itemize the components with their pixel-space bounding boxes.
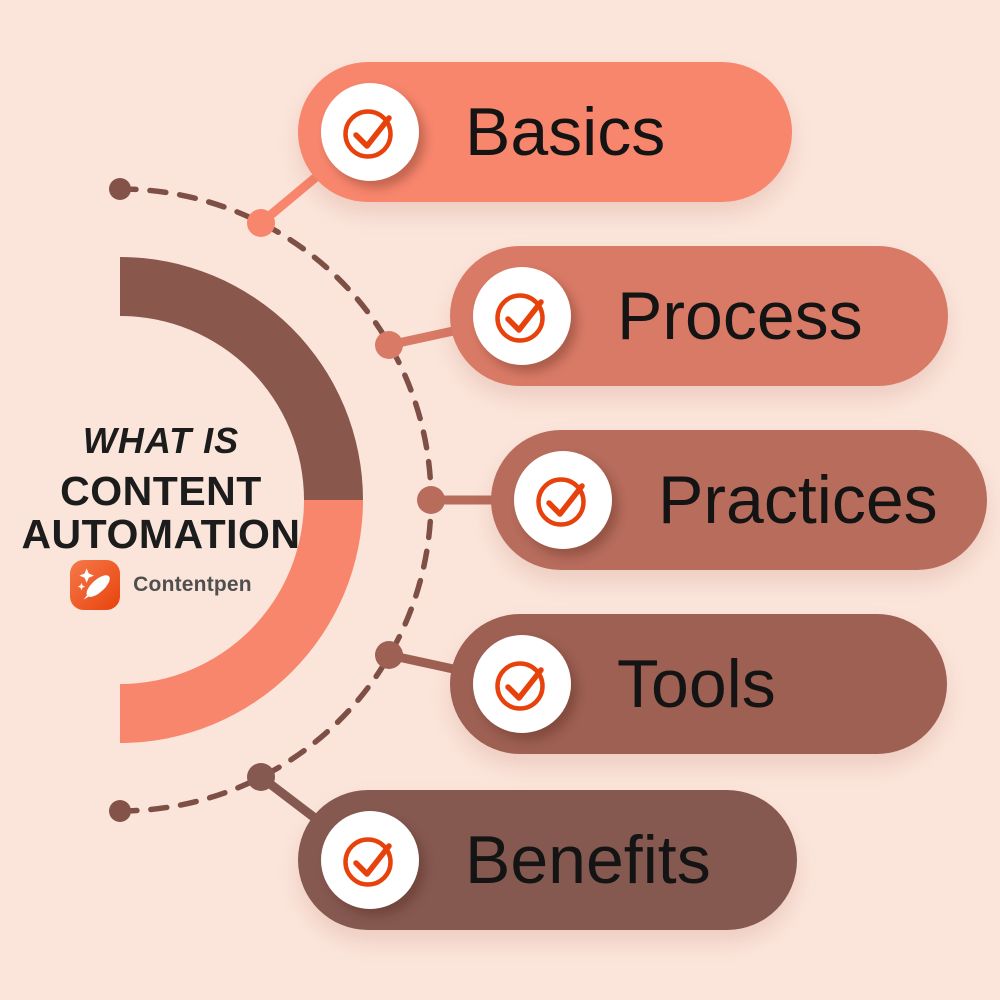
pill-label-basics: Basics: [465, 94, 666, 170]
connector-dot-practices: [417, 486, 445, 514]
brand-row: Contentpen: [0, 560, 322, 610]
check-bubble: [514, 451, 612, 549]
half-ring-top: [120, 257, 363, 500]
check-bubble: [321, 83, 419, 181]
half-ring-bottom: [120, 500, 363, 743]
connector-dot-tools: [375, 641, 403, 669]
connector-dot-basics: [247, 209, 275, 237]
check-bubble: [321, 811, 419, 909]
check-circle-icon: [343, 837, 393, 887]
check-circle-icon: [343, 109, 393, 159]
check-circle-icon: [495, 661, 545, 711]
pill-basics: Basics: [298, 62, 792, 202]
pill-label-benefits: Benefits: [465, 822, 711, 898]
arc-end-dot-bottom: [109, 800, 131, 822]
brand-name: Contentpen: [133, 573, 252, 596]
title-main-line2: AUTOMATION: [21, 510, 301, 557]
check-circle-icon: [495, 293, 545, 343]
title-pre: WHAT IS: [82, 420, 240, 461]
connector-dot-process: [375, 331, 403, 359]
pill-label-tools: Tools: [617, 646, 776, 722]
pill-practices: Practices: [491, 430, 987, 570]
title-main-line1: CONTENT: [60, 468, 262, 514]
connector-dot-benefits: [247, 763, 275, 791]
check-bubble: [473, 635, 571, 733]
pill-process: Process: [450, 246, 948, 386]
pill-tools: Tools: [450, 614, 947, 754]
arc-end-dot-top: [109, 178, 131, 200]
title-block: WHAT IS CONTENT AUTOMATION: [0, 420, 322, 555]
pill-benefits: Benefits: [298, 790, 797, 930]
pill-label-process: Process: [617, 278, 863, 354]
check-circle-icon: [536, 477, 586, 527]
contentpen-logo-icon: [70, 560, 121, 610]
pill-label-practices: Practices: [658, 462, 938, 538]
check-bubble: [473, 267, 571, 365]
